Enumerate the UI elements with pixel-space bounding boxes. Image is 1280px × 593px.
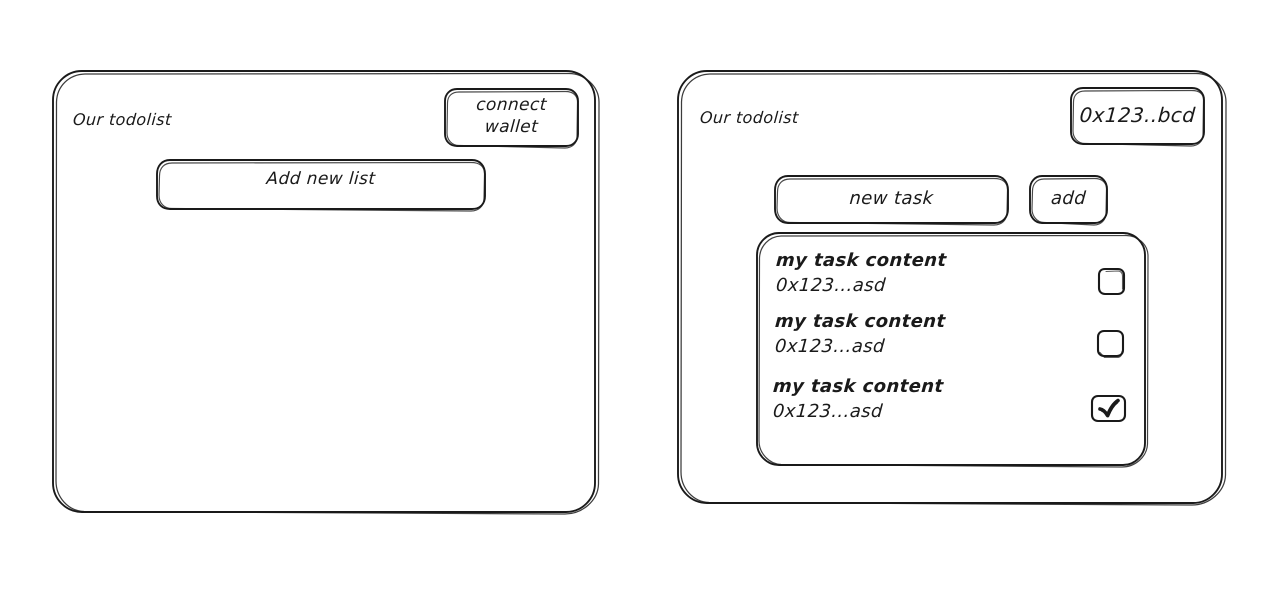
add-new-list-button[interactable]: Add new list (157, 160, 485, 209)
connect-wallet-label-line2: wallet (484, 117, 539, 137)
connect-wallet-label-line1: connect (475, 95, 548, 115)
new-task-input[interactable]: new task (775, 176, 1008, 223)
task-content: my task content (775, 250, 948, 271)
wallet-address-label: 0x123..bcd (1078, 103, 1197, 127)
task-content: my task content (772, 376, 945, 397)
add-task-button[interactable]: add (1030, 176, 1107, 223)
task-checkbox[interactable] (1094, 312, 1124, 342)
task-checkbox-checked[interactable] (1088, 377, 1124, 409)
task-list-item[interactable]: my task content 0x123...asd (757, 250, 1145, 307)
task-content: my task content (774, 311, 947, 332)
page-title-connected: Our todolist (699, 108, 800, 127)
page-title-disconnected: Our todolist (72, 110, 173, 129)
wallet-address-badge[interactable]: 0x123..bcd (1071, 88, 1204, 144)
connect-wallet-button[interactable]: connect wallet (445, 89, 578, 146)
task-address: 0x123...asd (775, 275, 887, 296)
task-list-item[interactable]: my task content 0x123...asd (757, 311, 1145, 368)
task-address: 0x123...asd (772, 401, 884, 422)
task-list: my task content 0x123...asd my task cont… (757, 233, 1145, 465)
add-new-list-label: Add new list (265, 169, 377, 189)
task-address: 0x123...asd (774, 336, 886, 357)
new-task-input-value: new task (848, 188, 935, 209)
task-checkbox[interactable] (1095, 251, 1125, 281)
task-list-item[interactable]: my task content 0x123...asd (757, 376, 1145, 433)
add-task-label: add (1050, 188, 1087, 209)
